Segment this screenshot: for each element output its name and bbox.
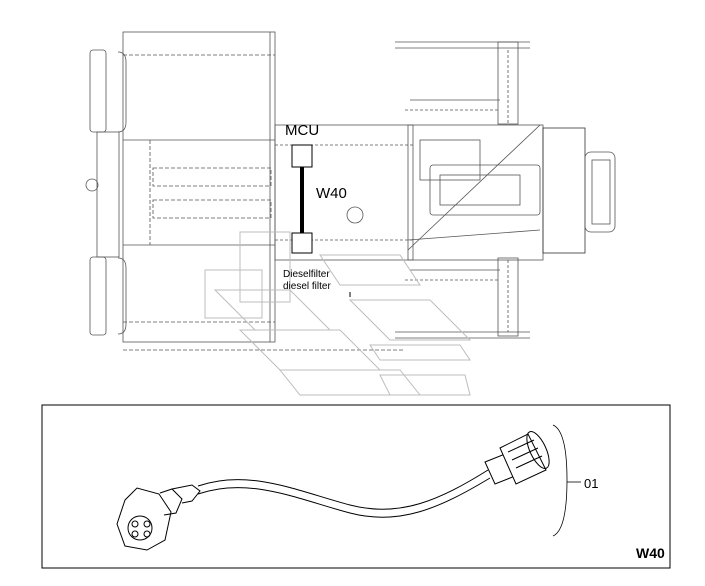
part-number-label: 01 — [584, 476, 599, 491]
cable-assembly — [116, 431, 550, 551]
cable-label: W40 — [316, 185, 347, 202]
drawing-ref-label: W40 — [636, 545, 665, 561]
watermark-logo — [204, 231, 472, 396]
mcu-box — [291, 144, 313, 168]
mcu-label: MCU — [285, 122, 320, 139]
part-callout — [552, 424, 581, 537]
diesel-filter-label-en: diesel filter — [283, 281, 331, 292]
detail-frame — [41, 404, 671, 569]
diesel-filter-box — [291, 232, 313, 254]
diesel-filter-label-de: Dieselfilter — [283, 269, 330, 280]
vehicle-outline — [85, 31, 616, 351]
